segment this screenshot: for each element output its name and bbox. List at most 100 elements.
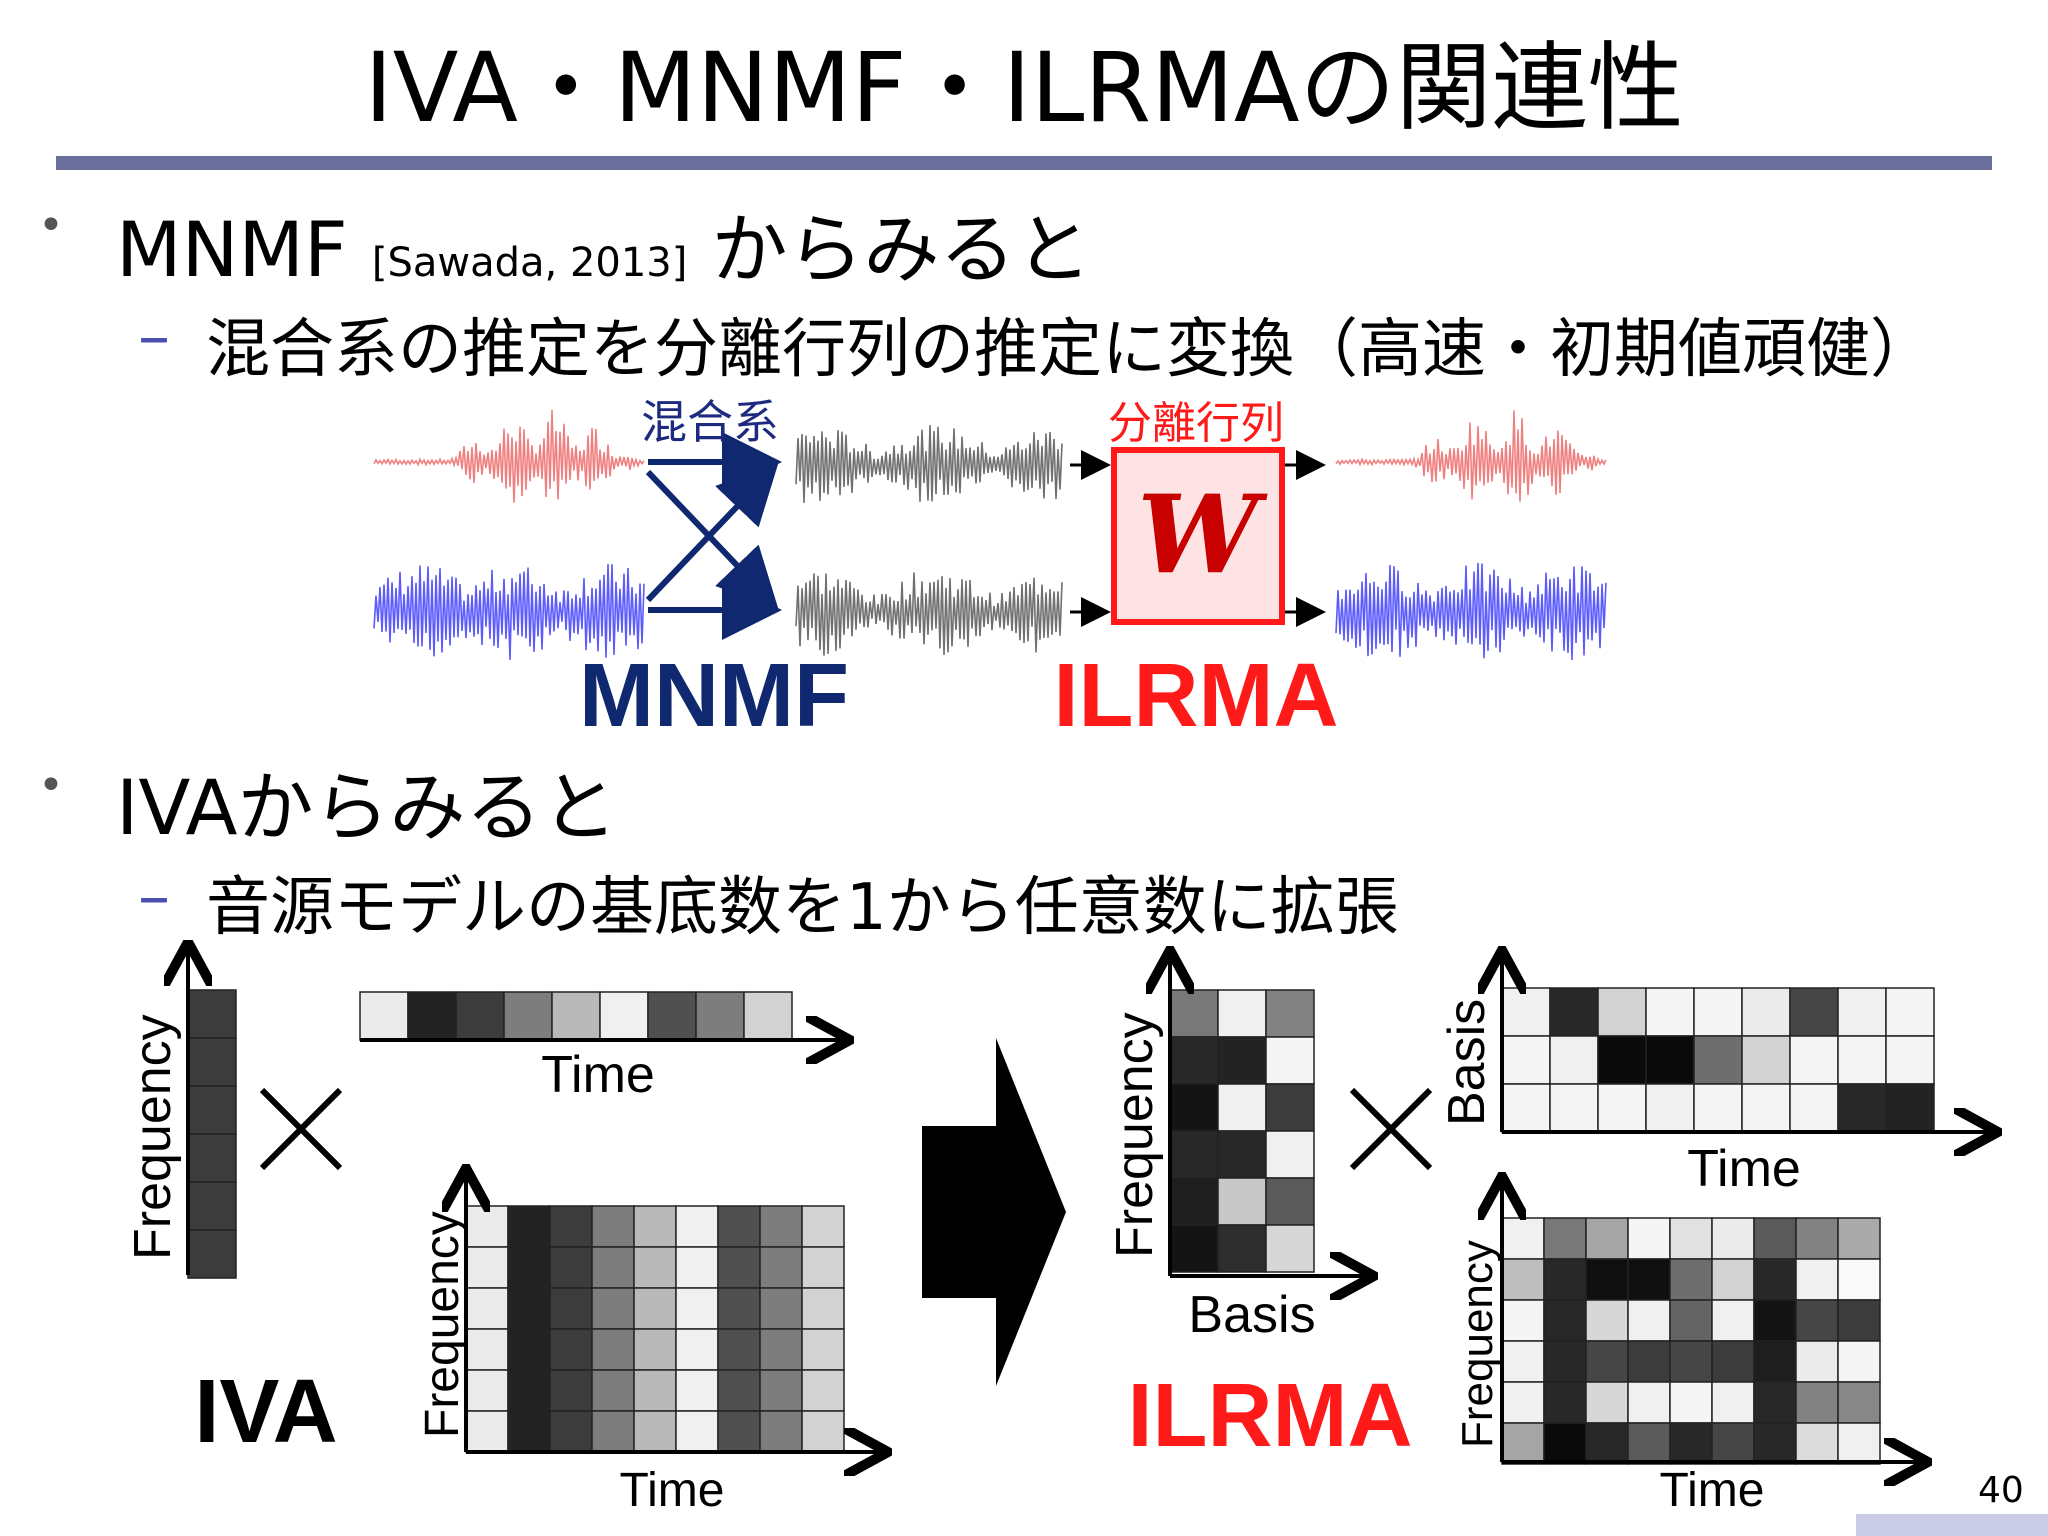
- matrix-cell: [1753, 1299, 1797, 1342]
- matrix-cell: [1501, 1299, 1545, 1342]
- iva-freq-label: Frequency: [124, 1014, 182, 1260]
- matrix-cell: [675, 1410, 719, 1453]
- ilrma-basis-matrix: [1169, 989, 1315, 1273]
- matrix-cell: [675, 1328, 719, 1371]
- matrix-cell: [1217, 1083, 1267, 1132]
- demixing-label: 分離行列: [1108, 398, 1284, 449]
- matrix-cell: [1169, 1083, 1219, 1132]
- matrix-cell: [1501, 1258, 1545, 1301]
- mixed-signal-1: [795, 425, 1063, 503]
- matrix-cell: [1789, 1035, 1839, 1085]
- matrix-cell: [1753, 1217, 1797, 1260]
- matrix-cell: [759, 1410, 803, 1453]
- matrix-cell: [591, 1410, 635, 1453]
- matrix-cell: [633, 1369, 677, 1412]
- matrix-cell: [801, 1287, 845, 1330]
- matrix-cell: [1585, 1217, 1629, 1260]
- matrix-cell: [1693, 987, 1743, 1037]
- multiply-signs: [259, 1087, 1433, 1171]
- matrix-cell: [633, 1410, 677, 1453]
- bullet-dot: •: [38, 200, 64, 251]
- matrix-cell: [1645, 1035, 1695, 1085]
- transform-arrow: [922, 1038, 1066, 1386]
- mixing-arrows: [645, 432, 782, 640]
- matrix-cell: [1795, 1340, 1839, 1383]
- matrix-cell: [1501, 1217, 1545, 1260]
- matrix-cell: [549, 1369, 593, 1412]
- matrix-cell: [187, 1229, 237, 1279]
- basis-diagram: Frequency Time Frequency Time IVA Freque…: [124, 940, 2048, 1517]
- matrix-cell: [1741, 1035, 1791, 1085]
- ilrma-model-matrix: [1501, 1217, 1881, 1465]
- matrix-cell: [549, 1246, 593, 1289]
- matrix-cell: [1711, 1217, 1755, 1260]
- matrix-cell: [1265, 1177, 1315, 1226]
- matrix-cell: [591, 1328, 635, 1371]
- matrix-cell: [549, 1287, 593, 1330]
- matrix-cell: [1837, 1217, 1881, 1260]
- matrix-cell: [1549, 1083, 1599, 1133]
- matrix-cell: [549, 1205, 593, 1248]
- matrix-cell: [675, 1369, 719, 1412]
- bullet-2-sub: 音源モデルの基底数を1から任意数に拡張: [206, 871, 1399, 945]
- matrix-cell: [1501, 1381, 1545, 1424]
- matrix-cell: [591, 1369, 635, 1412]
- matrix-cell: [549, 1410, 593, 1453]
- matrix-cell: [187, 1133, 237, 1183]
- ilrma-activation-matrix: [1501, 987, 1935, 1133]
- matrix-cell: [1627, 1381, 1671, 1424]
- ilrma-freq-label-2: Frequency: [1453, 1240, 1502, 1448]
- matrix-cell: [1885, 1035, 1935, 1085]
- matrix-cell: [1789, 1083, 1839, 1133]
- mnmf-label: MNMF: [579, 646, 849, 746]
- matrix-cell: [187, 1037, 237, 1087]
- matrix-cell: [465, 1246, 509, 1289]
- matrix-cell: [801, 1246, 845, 1289]
- matrix-cell: [1837, 1035, 1887, 1085]
- matrix-cell: [1885, 1083, 1935, 1133]
- page-number: 40: [1978, 1470, 2024, 1511]
- title-rule: [56, 156, 1992, 170]
- matrix-cell: [1669, 1422, 1713, 1465]
- iva-freq-label-2: Frequency: [416, 1211, 469, 1438]
- matrix-cell: [1645, 987, 1695, 1037]
- matrix-cell: [717, 1205, 761, 1248]
- matrix-cell: [1741, 1083, 1791, 1133]
- matrix-cell: [717, 1287, 761, 1330]
- matrix-cell: [591, 1246, 635, 1289]
- matrix-cell: [1753, 1340, 1797, 1383]
- matrix-cell: [759, 1369, 803, 1412]
- bullet-dot: •: [38, 760, 64, 811]
- separated-signal-2: [1335, 562, 1607, 661]
- matrix-cell: [1169, 1177, 1219, 1226]
- demixing-matrix-box: [1111, 447, 1285, 625]
- matrix-cell: [507, 1246, 551, 1289]
- matrix-cell: [1549, 987, 1599, 1037]
- separation-diagram: W 混合系 分離行列 MNMF ILRMA: [373, 395, 1607, 746]
- matrix-cell: [801, 1205, 845, 1248]
- matrix-cell: [591, 1205, 635, 1248]
- sub-dash: –: [138, 300, 170, 374]
- matrix-cell: [359, 991, 409, 1041]
- matrix-cell: [1711, 1258, 1755, 1301]
- matrix-cell: [187, 989, 237, 1039]
- matrix-cell: [551, 991, 601, 1041]
- matrix-symbol: W: [1137, 472, 1268, 598]
- matrix-cell: [1597, 987, 1647, 1037]
- matrix-cell: [465, 1205, 509, 1248]
- matrix-cell: [1795, 1299, 1839, 1342]
- matrix-cell: [1501, 1083, 1551, 1133]
- matrix-cell: [717, 1369, 761, 1412]
- matrix-cell: [1669, 1299, 1713, 1342]
- matrix-cell: [1753, 1381, 1797, 1424]
- ilrma-basis-label: Basis: [1188, 1286, 1315, 1344]
- bullet-1-suffix: からみると: [711, 205, 1092, 294]
- matrix-cell: [1585, 1381, 1629, 1424]
- matrix-cell: [1837, 1381, 1881, 1424]
- matrix-cell: [1501, 1035, 1551, 1085]
- matrix-cell: [465, 1328, 509, 1371]
- matrix-cell: [1543, 1381, 1587, 1424]
- matrix-cell: [1753, 1422, 1797, 1465]
- matrix-cell: [717, 1246, 761, 1289]
- matrix-cell: [675, 1246, 719, 1289]
